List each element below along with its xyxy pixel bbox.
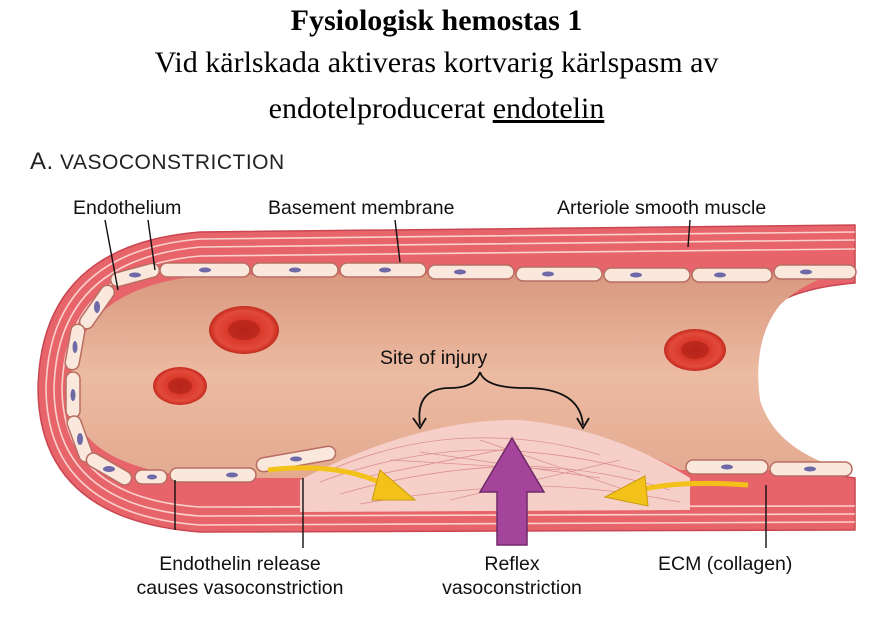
label-ecm-collagen: ECM (collagen) [658, 553, 793, 575]
label-endothelin-release-line-2: causes vasoconstriction [136, 577, 344, 599]
label-reflex-vasoconstriction: Reflex vasoconstriction [412, 552, 612, 600]
label-basement-membrane: Basement membrane [268, 197, 455, 219]
label-leader-lines [104, 219, 767, 548]
label-endothelium: Endothelium [73, 197, 182, 219]
subtitle-prefix: endotelproducerat [268, 92, 493, 125]
red-blood-cells [153, 306, 726, 405]
label-endothelin-release: Endothelin release causes vasoconstricti… [85, 552, 395, 600]
subtitle-underlined-term: endotelin [492, 92, 605, 125]
slide-subtitle-line-1: Vid kärlskada aktiveras kortvarig kärlsp… [154, 46, 719, 79]
slide-subtitle-line-2: endotelproducerat endotelin [0, 92, 873, 126]
injury-site-pointer-arrows [412, 371, 590, 430]
panel-label: A. VASOCONSTRICTION [30, 148, 285, 176]
label-reflex-line-2: vasoconstriction [442, 577, 582, 599]
label-reflex-line-1: Reflex [484, 553, 540, 575]
label-endothelin-release-line-1: Endothelin release [159, 553, 321, 575]
reflex-vasoconstriction-arrow [478, 436, 546, 546]
panel-letter: A. [30, 148, 54, 175]
panel-name: VASOCONSTRICTION [60, 151, 285, 174]
endothelin-flow-arrows [267, 465, 749, 507]
slide-title: Fysiologisk hemostas 1 [290, 4, 583, 37]
label-arteriole-smooth-muscle: Arteriole smooth muscle [557, 197, 767, 219]
cell-nuclei [70, 267, 816, 480]
label-site-of-injury: Site of injury [380, 347, 488, 369]
